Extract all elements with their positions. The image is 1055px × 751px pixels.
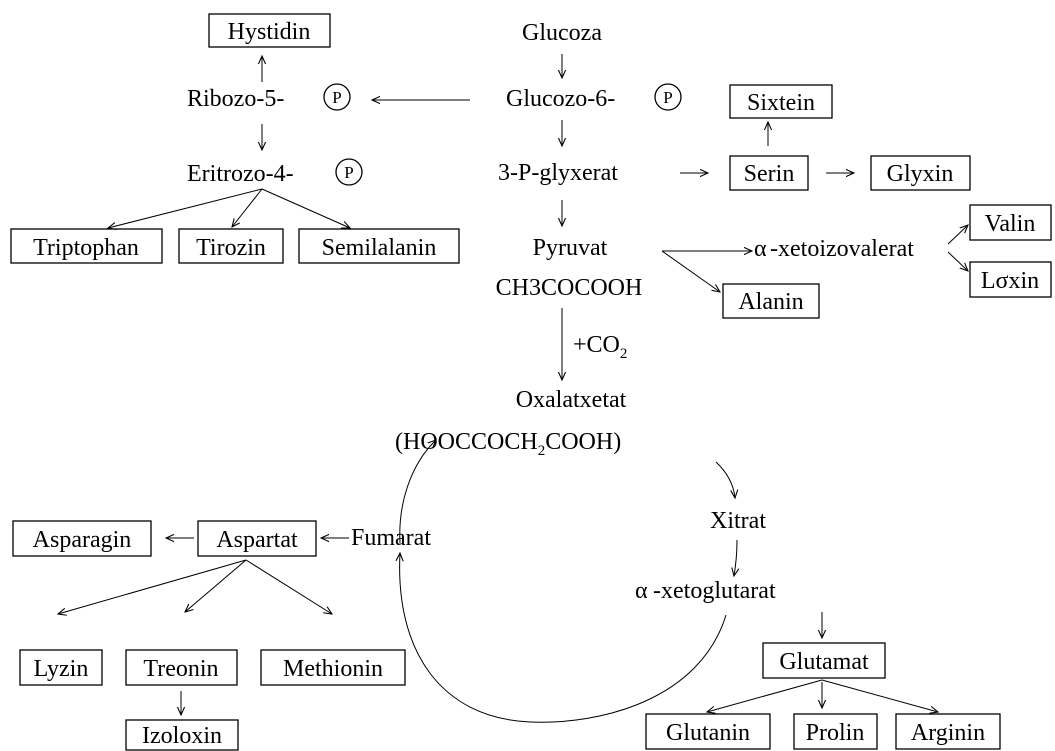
node-asparagin: Asparagin — [33, 527, 132, 553]
node-glucozo-6-p: Glucozo-6- — [506, 86, 615, 112]
arrow-aspartat-to-methionin — [245, 559, 332, 614]
arrow-cycle-upper-arc — [399, 440, 436, 544]
node-pyruvat: Pyruvat — [533, 235, 608, 261]
box-methionin — [260, 649, 406, 686]
node-glutanin: Glutanin — [666, 720, 750, 746]
node-glutamat: Glutamat — [779, 649, 869, 675]
node-izoloxin: Izoloxin — [142, 723, 222, 749]
node-treonin: Treonin — [143, 656, 218, 682]
box-prolin — [793, 713, 878, 750]
node-aspartat: Aspartat — [216, 527, 298, 553]
phosphate-icon — [335, 158, 363, 186]
box-triptophan — [10, 228, 163, 264]
box-sixtein — [729, 84, 833, 119]
box-tirozin — [178, 228, 284, 264]
node-semilalanin: Semilalanin — [322, 235, 437, 261]
node-hystidin: Hystidin — [228, 19, 311, 45]
node-xetoglutarat: -xetoglutarat — [653, 578, 776, 604]
node-fumarat: Fumarat — [351, 525, 431, 551]
box-aspartat — [197, 520, 317, 557]
box-semilalanin — [298, 228, 460, 264]
phosphate-symbol: P — [332, 88, 341, 107]
alpha-symbol: α — [635, 578, 648, 604]
arrow-pyruvat-to-alanin — [661, 250, 720, 292]
arrow-aspartat-to-lyzin — [58, 559, 247, 614]
node-sixtein: Sixtein — [747, 90, 815, 116]
box-hystidin — [208, 13, 331, 48]
node-serin: Serin — [744, 161, 795, 187]
arrow-glutamat-to-glutanin — [707, 679, 823, 712]
box-alanin — [722, 283, 820, 319]
node-triptophan: Triptophan — [33, 235, 139, 261]
node-3-p-glyxerat: 3-P-glyxerat — [498, 160, 618, 186]
box-asparagin — [12, 520, 152, 557]
node-lyzin: Lyzin — [34, 656, 89, 682]
phosphate-symbol: P — [344, 163, 353, 182]
arrow-cycle-lower-arc — [400, 553, 727, 723]
node-oxalatxetat-formula: (HOOCCOCH2COOH) — [395, 429, 621, 459]
node-glucoza: Glucoza — [522, 20, 602, 46]
node-arginin: Arginin — [911, 720, 985, 746]
box-glyxin — [870, 155, 971, 191]
arrow-xetoizovalerat-to-loxin — [947, 251, 968, 271]
node-loxin: Lσxin — [981, 268, 1039, 294]
node-ribozo-5-p: Ribozo-5- — [187, 86, 284, 112]
phosphate-icon — [654, 83, 682, 111]
box-izoloxin — [125, 719, 239, 751]
arrow-xetoizovalerat-to-valin — [947, 225, 968, 245]
node-xitrat: Xitrat — [710, 508, 766, 534]
arrow-aspartat-to-treonin — [185, 559, 247, 612]
arrow-eritrozo-to-semilalanin — [261, 188, 350, 228]
box-lyzin — [19, 649, 103, 686]
box-serin — [729, 155, 809, 191]
arrow-xitrat-to-xetoglutarat — [734, 539, 737, 576]
phosphate-icon — [323, 83, 351, 111]
box-valin — [969, 204, 1052, 241]
arrow-glutamat-to-arginin — [821, 679, 938, 712]
node-valin: Valin — [985, 211, 1036, 237]
box-loxin — [969, 261, 1052, 298]
arrow-eritrozo-to-tirozin — [232, 188, 263, 227]
node-pyruvat-formula: CH3COCOOH — [496, 275, 643, 301]
box-glutamat — [762, 642, 886, 679]
co2-label: +CO2 — [573, 332, 627, 362]
arrow-eritrozo-to-triptophan — [108, 188, 263, 228]
arrow-oxalatxetat-to-xitrat — [715, 461, 735, 498]
node-glyxin: Glyxin — [887, 161, 954, 187]
alpha-symbol: α — [754, 236, 767, 262]
node-eritrozo-4-p: Eritrozo-4- — [187, 161, 294, 187]
node-xetoizovalerat: -xetoizovalerat — [770, 236, 914, 262]
box-treonin — [125, 649, 238, 686]
phosphate-symbol: P — [663, 88, 672, 107]
node-prolin: Prolin — [806, 720, 865, 746]
box-glutanin — [645, 713, 771, 750]
box-arginin — [895, 713, 1001, 750]
node-tirozin: Tirozin — [196, 235, 266, 261]
node-alanin: Alanin — [738, 289, 803, 315]
node-oxalatxetat: Oxalatxetat — [516, 387, 627, 413]
node-methionin: Methionin — [283, 656, 383, 682]
